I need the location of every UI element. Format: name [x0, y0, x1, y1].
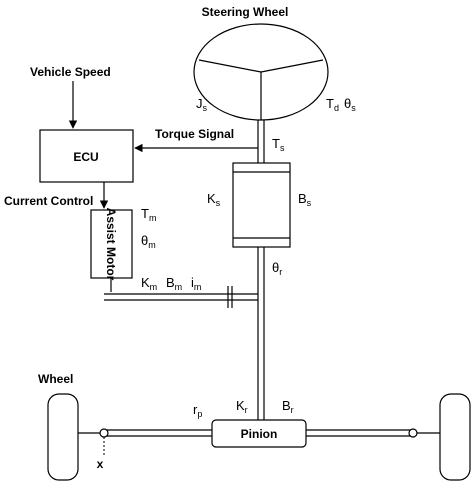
symbol-theta-r: θr [272, 260, 282, 277]
ecu-box [39, 129, 134, 183]
motor-coupling-shaft [104, 286, 258, 308]
symbol-theta-s: θs [344, 96, 356, 113]
symbol-Js: Js [196, 96, 208, 113]
symbol-Br: Br [282, 398, 294, 415]
current-control-label: Current Control [4, 194, 93, 208]
vehicle-speed-label: Vehicle Speed [30, 65, 111, 79]
steering-rack [78, 428, 440, 438]
pinion-label: Pinion [241, 427, 278, 441]
symbol-rp: rp [193, 402, 202, 419]
steering-wheel-label: Steering Wheel [202, 5, 289, 19]
symbol-Bm: Bm [166, 275, 182, 292]
symbol-theta-m: θm [141, 233, 156, 250]
symbol-Kr: Kr [236, 398, 248, 415]
steering-column [257, 120, 265, 420]
symbol-im: im [191, 275, 201, 292]
symbol-Ks: Ks [207, 191, 221, 208]
ecu-label: ECU [73, 150, 98, 164]
torque-signal-label: Torque Signal [155, 127, 234, 141]
symbol-Ts: Ts [272, 136, 285, 153]
symbol-Km: Km [141, 275, 157, 292]
pinion-box [211, 419, 307, 448]
symbol-Tm: Tm [141, 206, 156, 223]
wheel-label: Wheel [38, 372, 73, 386]
displacement-label: x [97, 457, 104, 471]
assist-motor-box [90, 209, 133, 279]
assist-motor-label: Assist Motor [104, 208, 118, 281]
right-wheel [439, 393, 471, 481]
left-wheel [47, 393, 79, 481]
steering-wheel [193, 23, 329, 121]
torsion-bar [232, 162, 291, 248]
symbol-Bs: Bs [298, 191, 312, 208]
symbol-Td: Td [326, 96, 339, 113]
